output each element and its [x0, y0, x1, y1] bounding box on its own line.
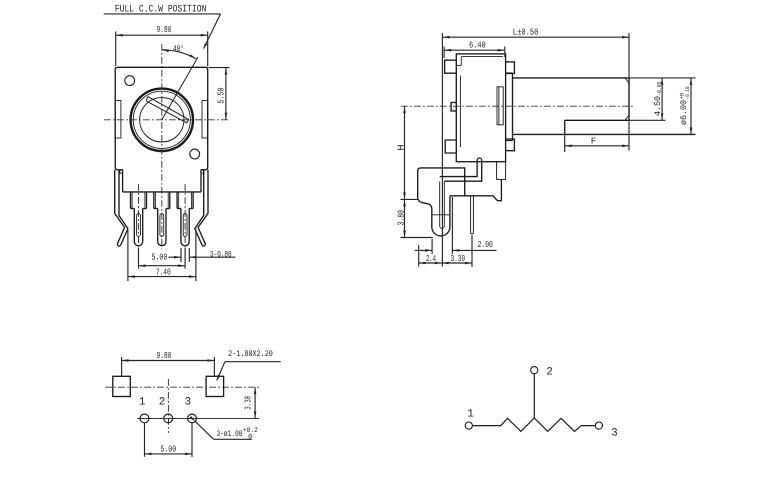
- svg-text:6.40: 6.40: [469, 41, 486, 51]
- svg-text:9.80: 9.80: [157, 351, 172, 361]
- svg-text:2.00: 2.00: [478, 240, 493, 250]
- svg-text:3: 3: [611, 428, 618, 440]
- svg-text:5.50: 5.50: [216, 88, 226, 104]
- svg-text:ø6.00: ø6.00: [679, 100, 689, 125]
- svg-text:7.40: 7.40: [156, 267, 171, 277]
- svg-text:2.4: 2.4: [426, 254, 436, 264]
- svg-text:4.50: 4.50: [653, 96, 663, 116]
- svg-text:FULL C.C.W POSITION: FULL C.C.W POSITION: [115, 4, 207, 15]
- svg-text:3-ø1.00: 3-ø1.00: [217, 429, 243, 439]
- svg-text:+0.2: +0.2: [243, 427, 258, 435]
- svg-text:-0.05: -0.05: [656, 81, 663, 95]
- svg-text:9.80: 9.80: [157, 25, 172, 35]
- svg-text:F: F: [591, 137, 596, 147]
- svg-text:2: 2: [546, 367, 553, 379]
- svg-text:3.30: 3.30: [451, 254, 466, 264]
- svg-text:0: 0: [248, 433, 252, 441]
- svg-text:2: 2: [159, 396, 166, 408]
- svg-text:1: 1: [467, 408, 474, 420]
- svg-text:-0.10: -0.10: [684, 87, 691, 100]
- svg-text:5.00: 5.00: [152, 252, 168, 262]
- svg-text:3-0.80: 3-0.80: [210, 250, 232, 260]
- svg-text:H: H: [396, 145, 406, 151]
- svg-text:40°: 40°: [173, 44, 184, 54]
- svg-text:5.00: 5.00: [160, 445, 176, 455]
- svg-text:3.30: 3.30: [244, 396, 254, 410]
- svg-text:2-1.80X2.20: 2-1.80X2.20: [228, 349, 273, 359]
- svg-text:3: 3: [184, 396, 191, 408]
- svg-text:1: 1: [139, 396, 146, 408]
- svg-text:+0: +0: [679, 93, 686, 100]
- svg-text:3.80: 3.80: [396, 210, 406, 226]
- svg-text:L±0.50: L±0.50: [513, 28, 539, 38]
